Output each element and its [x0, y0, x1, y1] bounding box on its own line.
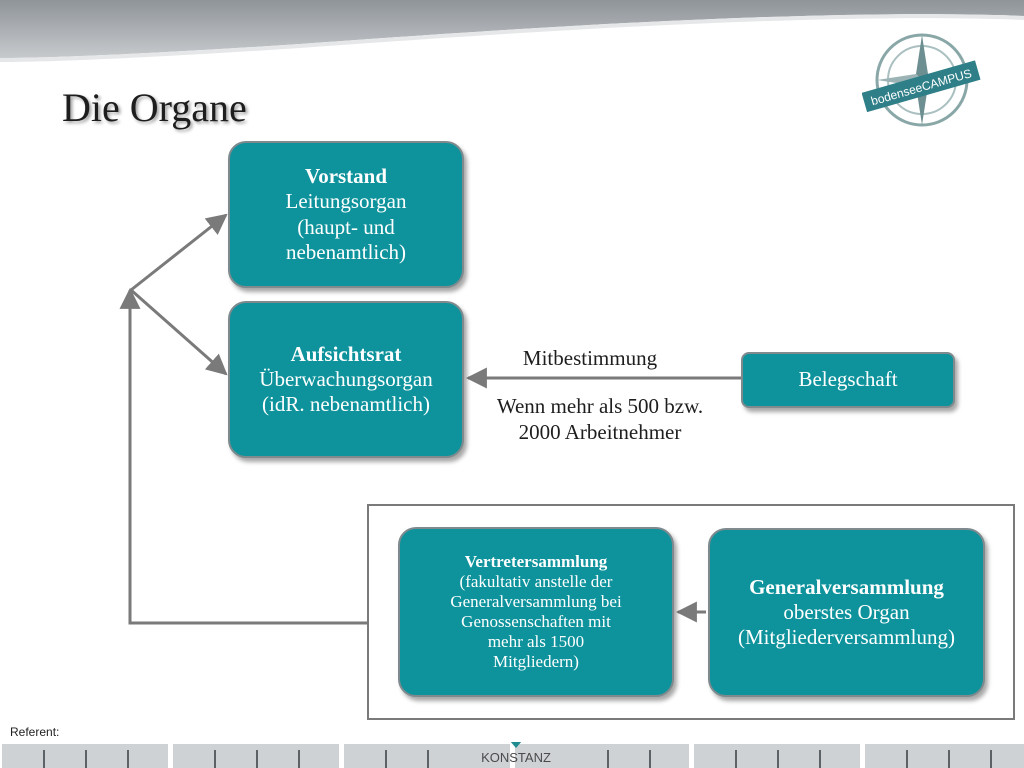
node-vertreterversammlung-line: (fakultativ anstelle der — [459, 571, 613, 591]
assembly-group-frame — [367, 504, 1015, 720]
node-vertreterversammlung: Vertretersammlung (fakultativ anstelle d… — [398, 527, 674, 697]
branch-to-aufsichtsrat — [130, 288, 228, 376]
node-vorstand-line: nebenamtlich) — [285, 239, 407, 264]
node-belegschaft: Belegschaft — [741, 352, 955, 408]
edge-label-mitbestimmung: Mitbestimmung — [522, 346, 658, 370]
node-vertreterversammlung-line: Genossenschaften mit — [461, 612, 611, 631]
footer-konstanz-label: KONSTANZ — [481, 750, 551, 765]
footer-marker-icon — [510, 742, 522, 748]
slide-title: Die Organe — [62, 85, 247, 130]
node-aufsichtsrat-line: Überwachungsorgan — [259, 366, 433, 391]
bodenseecampus-logo: bodenseeCAMPUS — [862, 33, 981, 127]
node-vorstand: Vorstand Leitungsorgan (haupt- und neben… — [228, 141, 464, 288]
node-vorstand-title: Vorstand — [304, 164, 388, 189]
node-aufsichtsrat: Aufsichtsrat Überwachungsorgan (idR. neb… — [228, 301, 464, 458]
node-generalversammlung: Generalversammlung oberstes Organ (Mitgl… — [708, 528, 985, 697]
node-vertreterversammlung-line: mehr als 1500 — [487, 632, 585, 652]
edge-label-condition: Wenn mehr als 500 bzw. 2000 Arbeitnehmer — [465, 393, 735, 446]
referent-label: Referent: — [10, 725, 60, 739]
node-generalversammlung-title: Generalversammlung — [749, 574, 944, 599]
node-vorstand-line: Leitungsorgan — [285, 189, 407, 214]
edge-label-condition-line: Wenn mehr als 500 bzw. — [496, 394, 704, 418]
node-aufsichtsrat-line: (idR. nebenamtlich) — [262, 392, 430, 417]
branch-to-vorstand — [130, 213, 228, 292]
node-belegschaft-title: Belegschaft — [798, 367, 898, 392]
header-band — [0, 0, 1024, 62]
node-generalversammlung-line: (Mitgliederversammlung) — [738, 625, 955, 650]
edge-label-condition-line: 2000 Arbeitnehmer — [518, 420, 682, 445]
node-vertreterversammlung-line: Generalversammlung bei — [450, 591, 622, 611]
footer-bar — [0, 742, 1024, 768]
node-aufsichtsrat-title: Aufsichtsrat — [290, 341, 402, 366]
node-vertreterversammlung-line: Mitgliedern) — [493, 652, 579, 672]
node-generalversammlung-line: oberstes Organ — [783, 599, 910, 624]
node-vertreterversammlung-title: Vertretersammlung — [464, 551, 608, 571]
node-vorstand-line: (haupt- und — [297, 214, 395, 239]
